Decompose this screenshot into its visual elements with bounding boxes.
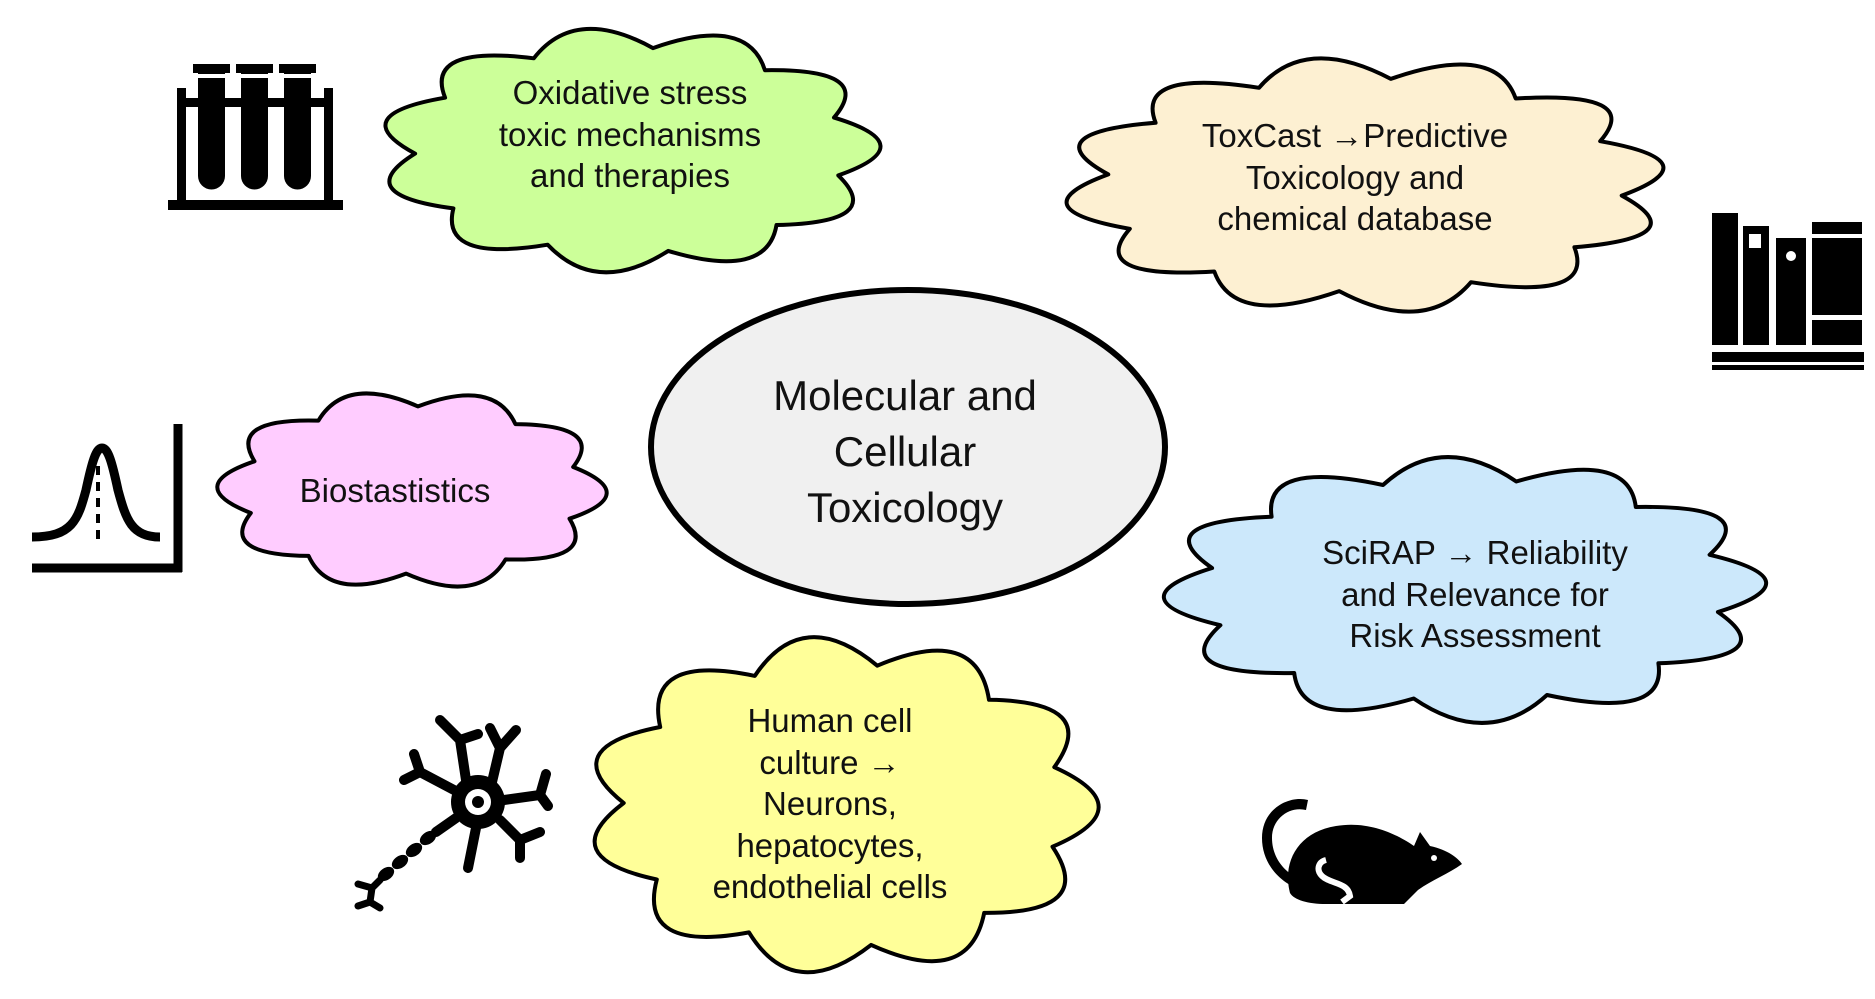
humancell-line-4: hepatocytes, <box>736 826 924 864</box>
biostat-line-1: Biostastistics <box>299 472 491 509</box>
toxcast-line-1: ToxCast →Predictive <box>1201 117 1509 154</box>
center-line-3: Toxicology <box>806 483 1004 531</box>
books-icon <box>1712 213 1864 370</box>
test-tubes-icon <box>168 64 343 210</box>
cloud-shape-biostat <box>215 391 609 589</box>
oxidative-line-2: toxic mechanisms <box>498 115 762 153</box>
biostatistics-label: Biostastistics <box>265 470 525 512</box>
center-ellipse <box>648 287 1168 607</box>
cloud-shape-toxcast <box>1064 56 1666 314</box>
humancell-line-2: culture → <box>759 743 901 781</box>
scirap-label: SciRAP → Reliability and Relevance for R… <box>1265 532 1685 657</box>
human-cell-culture-label: Human cell culture → Neurons, hepatocyte… <box>680 700 980 908</box>
cloud-shape-humancell <box>592 635 1101 975</box>
rat-icon <box>1262 798 1462 905</box>
toxcast-line-3: chemical database <box>1217 200 1493 238</box>
toxcast-line-2: Toxicology and <box>1245 158 1465 196</box>
cloud-scirap <box>1161 455 1769 725</box>
oxidative-stress-label: Oxidative stress toxic mechanisms and th… <box>470 72 790 197</box>
humancell-line-1: Human cell <box>747 702 913 739</box>
toxcast-label: ToxCast →Predictive Toxicology and chemi… <box>1145 115 1565 240</box>
oxidative-line-3: and therapies <box>530 157 730 195</box>
humancell-line-5: endothelial cells <box>712 868 948 906</box>
center-title: Molecular and Cellular Toxicology <box>730 368 1080 536</box>
bell-curve-icon <box>31 424 183 573</box>
neuron-icon <box>354 715 553 912</box>
cloud-toxcast <box>1064 56 1666 314</box>
cloud-shape-oxidative <box>383 26 883 275</box>
oxidative-line-1: Oxidative stress <box>512 74 748 111</box>
cloud-oxidative <box>383 26 883 275</box>
cloud-humancell <box>592 635 1101 975</box>
cloud-biostat <box>215 391 609 589</box>
center-line-2: Cellular <box>833 427 977 475</box>
humancell-line-3: Neurons, <box>763 785 897 823</box>
cloud-shape-scirap <box>1161 455 1769 725</box>
scirap-line-1: SciRAP → Reliability <box>1322 534 1628 571</box>
center-line-1: Molecular and <box>773 372 1037 419</box>
scirap-line-3: Risk Assessment <box>1349 617 1601 655</box>
scirap-line-2: and Relevance for <box>1341 575 1609 613</box>
